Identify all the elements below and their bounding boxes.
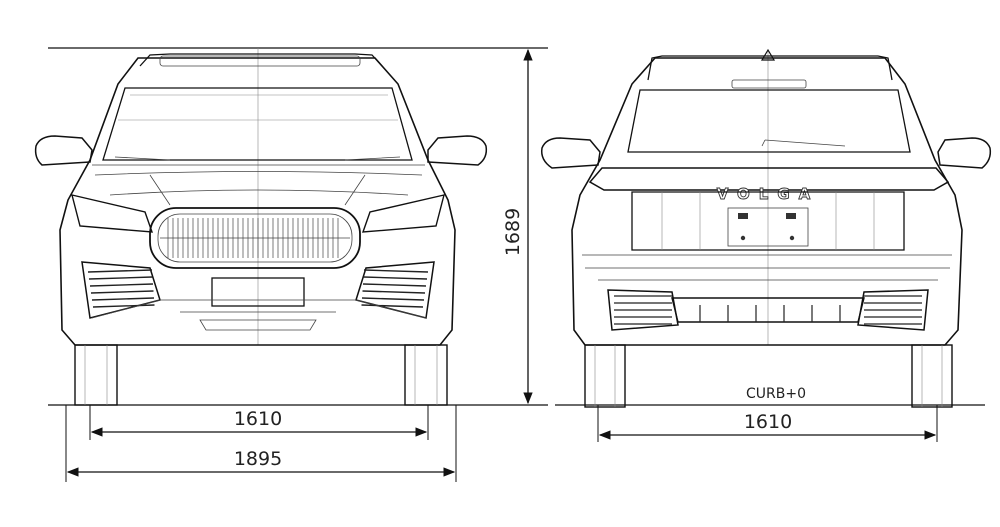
windshield-reflection-lines <box>118 94 398 121</box>
rear-right-tire <box>911 344 953 408</box>
rear-plate-recess <box>727 207 809 247</box>
front-right-tire <box>404 344 448 406</box>
front-lower-bumper <box>91 299 427 331</box>
intake-slat <box>361 297 425 301</box>
front-view: 1689 1610 1895 <box>34 47 548 482</box>
curb-label: CURB+0 <box>746 386 806 402</box>
front-wipers <box>114 156 401 161</box>
rear-light-bar <box>588 167 950 191</box>
tire-tread-lines <box>84 345 438 405</box>
width-label: 1895 <box>234 448 282 470</box>
front-grille-frame <box>149 207 361 269</box>
rear-diffuser <box>671 297 865 323</box>
tailgate-panel-lines <box>661 192 875 250</box>
rear-handle-left <box>740 235 746 241</box>
intake-slat <box>362 290 426 294</box>
front-roof-spoiler <box>159 55 361 67</box>
intake-slat <box>90 290 154 294</box>
front-right-headlight <box>361 194 445 233</box>
intake-slat <box>87 269 153 273</box>
intake-slat <box>92 304 155 308</box>
front-right-mirror <box>427 135 488 166</box>
rear-track-label: 1610 <box>744 411 792 433</box>
rear-roof-rails <box>647 55 893 81</box>
hood-lines <box>92 164 425 206</box>
rear-wiper <box>761 139 846 147</box>
front-left-mirror <box>34 135 93 166</box>
front-left-headlight <box>71 194 154 233</box>
front-track-label: 1610 <box>234 408 282 430</box>
rear-bumper-lines <box>582 254 952 281</box>
rear-left-exhaust <box>607 289 679 331</box>
front-grille-inner <box>157 213 353 263</box>
rear-handle-right <box>789 235 795 241</box>
front-left-tire <box>74 344 118 406</box>
intake-slats <box>87 269 429 308</box>
front-windshield <box>102 87 413 161</box>
rear-right-exhaust <box>857 289 929 331</box>
rear-antenna-fin <box>760 48 776 61</box>
intake-slat <box>363 276 428 280</box>
intake-slat <box>88 276 153 280</box>
intake-slat <box>362 283 427 287</box>
rear-tailgate <box>631 191 905 251</box>
rear-tire-tread-lines <box>594 345 943 407</box>
rear-plate-lamp-left <box>738 213 748 219</box>
rear-badge-text: VOLGA <box>717 185 820 203</box>
front-roof-rails <box>139 53 383 67</box>
intake-slat <box>89 283 154 287</box>
height-label: 1689 <box>502 208 524 256</box>
front-license-plate <box>211 277 305 307</box>
rear-window <box>627 89 911 153</box>
rear-brake-light <box>731 79 807 89</box>
rear-right-mirror <box>937 137 992 169</box>
intake-slat <box>363 269 429 273</box>
rear-left-mirror <box>540 137 601 169</box>
rear-left-tire <box>584 344 626 408</box>
exhaust-slats <box>614 295 922 325</box>
rear-view: VOLGA CURB+0 1610 <box>540 48 992 442</box>
intake-slat <box>91 297 155 301</box>
intake-slat <box>361 304 424 308</box>
diffuser-fins <box>699 305 841 322</box>
rear-plate-lamp-right <box>786 213 796 219</box>
